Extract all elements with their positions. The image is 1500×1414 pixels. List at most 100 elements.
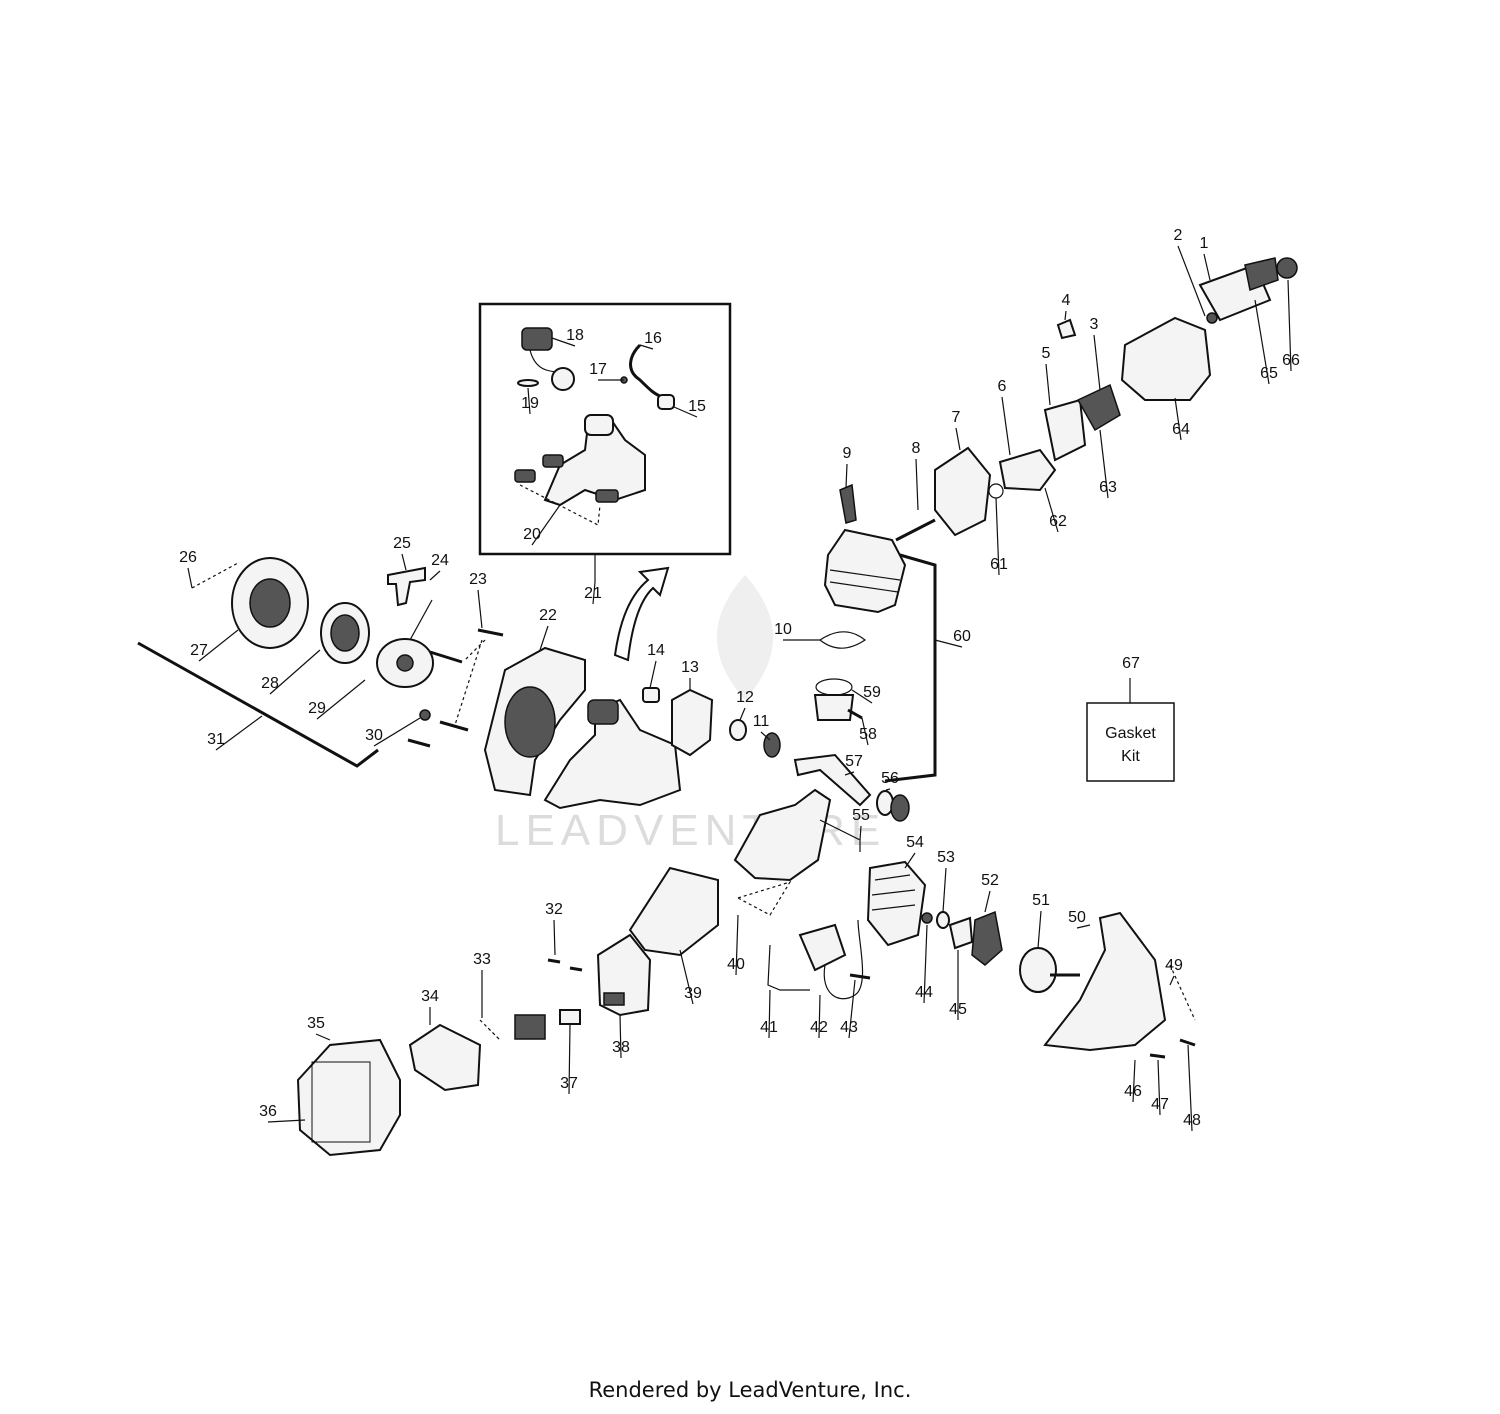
- part-number-label: 59: [863, 684, 881, 701]
- screw-dashes: [479, 1019, 501, 1041]
- part-number-label: 41: [760, 1019, 778, 1036]
- part-number-label: 37: [560, 1075, 578, 1092]
- part-number-label: 14: [647, 642, 665, 659]
- intake-manifold-icon: [671, 688, 714, 757]
- part-number-label: 22: [539, 607, 557, 624]
- part-number-label: 7: [952, 409, 961, 426]
- callout-leader: [198, 629, 239, 662]
- piston-pin-icon: [847, 708, 863, 720]
- screw-icon: [849, 973, 871, 980]
- crankcase-icon: [733, 788, 832, 882]
- callout-leader: [915, 458, 919, 511]
- gasket-icon: [1043, 398, 1087, 462]
- part-number-label: 32: [545, 901, 563, 918]
- screw-dashes: [737, 880, 792, 916]
- screw-icon: [1179, 1038, 1196, 1047]
- part-number-label: 63: [1099, 479, 1117, 496]
- callout-leader: [1037, 910, 1042, 949]
- callout-leader: [316, 679, 366, 720]
- part-number-label: 54: [906, 834, 924, 851]
- clutch-icon: [971, 910, 1003, 966]
- callout-leader: [673, 406, 698, 418]
- footer-credit: Rendered by LeadVenture, Inc.: [588, 1378, 912, 1402]
- retainer-icon: [517, 379, 539, 387]
- flywheel-icon: [866, 860, 927, 947]
- starter-bracket-line: [137, 641, 379, 768]
- stud-icon: [895, 518, 936, 542]
- gasket-kit-box: [1086, 702, 1175, 782]
- heat-shield-icon: [628, 866, 719, 957]
- part-number-label: 52: [981, 872, 999, 889]
- air-filter-cover-icon: [1120, 316, 1212, 401]
- callout-leader: [760, 731, 771, 741]
- heat-shield-icon: [934, 446, 992, 537]
- part-number-label: 53: [937, 849, 955, 866]
- engine-housing-icon: [483, 646, 586, 797]
- callout-leader: [619, 1014, 622, 1059]
- part-number-label: 45: [949, 1001, 967, 1018]
- callout-leader: [768, 989, 771, 1039]
- rope-line: [409, 599, 433, 641]
- bolt-icon: [547, 958, 561, 964]
- o-ring-icon: [988, 483, 1004, 499]
- clutch-housing-icon: [1043, 911, 1167, 1052]
- callout-leader: [639, 344, 654, 350]
- piston-icon: [813, 678, 855, 721]
- part-number-label: 42: [810, 1019, 828, 1036]
- callout-leader: [1064, 310, 1067, 321]
- callout-leader: [1174, 397, 1182, 441]
- part-number-label: 15: [688, 398, 706, 415]
- bolt-dashes: [454, 639, 486, 726]
- callout-leader: [1157, 1059, 1161, 1116]
- part-number-label: 11: [753, 713, 770, 730]
- starter-housing-icon: [231, 557, 309, 649]
- bolt-icon: [569, 966, 583, 972]
- part-number-label: 30: [365, 727, 383, 744]
- callout-leader: [1187, 1044, 1193, 1132]
- fuel-line-icon: [629, 343, 666, 400]
- part-number-label: 2: [1174, 227, 1183, 244]
- part-number-label: 35: [307, 1015, 325, 1032]
- part-number-label: 49: [1165, 957, 1183, 974]
- callout-leader: [373, 717, 421, 747]
- callout-leader: [429, 570, 441, 581]
- fuel-filter-icon: [657, 394, 675, 410]
- callout-leader: [531, 504, 561, 546]
- ignition-module-icon: [798, 923, 847, 972]
- gasket-icon: [818, 631, 867, 649]
- callout-leader: [934, 639, 963, 648]
- callout-leader: [1099, 429, 1109, 499]
- part-number-label: 20: [523, 526, 541, 543]
- callout-leader: [1203, 253, 1211, 281]
- part-number-label: 6: [998, 378, 1007, 395]
- callout-leader: [844, 771, 855, 776]
- callout-leader: [848, 979, 856, 1039]
- part-number-label: 33: [473, 951, 491, 968]
- callout-leader: [401, 553, 407, 571]
- callout-leader: [1177, 245, 1206, 317]
- callout-leader: [267, 1119, 306, 1123]
- callout-leader: [984, 890, 991, 913]
- fuel-tank-icon: [514, 414, 646, 507]
- callout-leader: [679, 949, 694, 1005]
- callout-leader: [1093, 334, 1101, 391]
- part-number-label: 66: [1282, 352, 1300, 369]
- part-number-label: 43: [840, 1019, 858, 1036]
- callout-leader: [859, 825, 862, 841]
- washer-icon: [729, 719, 747, 741]
- part-number-label: 48: [1183, 1112, 1201, 1129]
- part-number-label: 29: [308, 700, 326, 717]
- part-number-label: 55: [852, 807, 870, 824]
- callout-leader: [885, 788, 891, 791]
- callout-leader: [649, 660, 657, 689]
- part-number-label: 39: [684, 985, 702, 1002]
- ignition-lead-icon: [767, 944, 810, 991]
- part-number-label: 31: [207, 731, 225, 748]
- muffler-gasket-icon: [514, 1014, 546, 1040]
- part-number-label: 19: [521, 395, 539, 412]
- part-number-label: 24: [431, 552, 449, 569]
- muffler-icon: [596, 933, 652, 1017]
- callout-leader: [1287, 279, 1292, 372]
- seal-icon: [890, 794, 910, 822]
- part-number-label: 67: [1122, 655, 1140, 672]
